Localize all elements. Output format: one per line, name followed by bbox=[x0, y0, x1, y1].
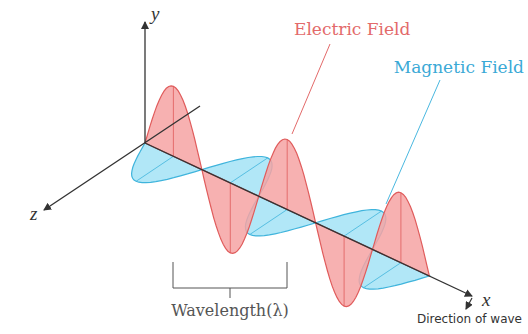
field-label: Magnetic Field bbox=[394, 58, 524, 77]
magnetic-vector bbox=[136, 156, 173, 181]
electric-vector bbox=[344, 236, 345, 306]
electric-vector bbox=[173, 86, 174, 156]
electric-lobe bbox=[316, 223, 373, 307]
axis-label: x bbox=[482, 290, 490, 311]
electric-vector bbox=[400, 193, 401, 263]
magnetic-vector bbox=[364, 263, 401, 288]
direction-label: Direction of wave bbox=[417, 313, 522, 326]
axis-label: y bbox=[151, 4, 159, 25]
magnetic-vector bbox=[344, 211, 381, 236]
x-axis bbox=[145, 143, 472, 296]
electric-lobe bbox=[145, 86, 202, 170]
axis-label: z bbox=[30, 204, 37, 225]
electric-lobe bbox=[202, 170, 259, 254]
magnetic-vector bbox=[250, 210, 287, 235]
electric-vector bbox=[230, 183, 231, 253]
leader-line bbox=[292, 44, 330, 134]
field-label: Electric Field bbox=[294, 20, 410, 39]
electric-vector bbox=[287, 140, 288, 210]
wavelength-label: Wavelength(λ) bbox=[171, 302, 289, 320]
magnetic-vector bbox=[230, 158, 267, 183]
leader-line bbox=[386, 80, 440, 204]
y-axis bbox=[144, 22, 145, 143]
direction-arrow bbox=[466, 298, 472, 309]
field-waves bbox=[132, 86, 430, 307]
wavelength-bracket bbox=[173, 262, 287, 298]
